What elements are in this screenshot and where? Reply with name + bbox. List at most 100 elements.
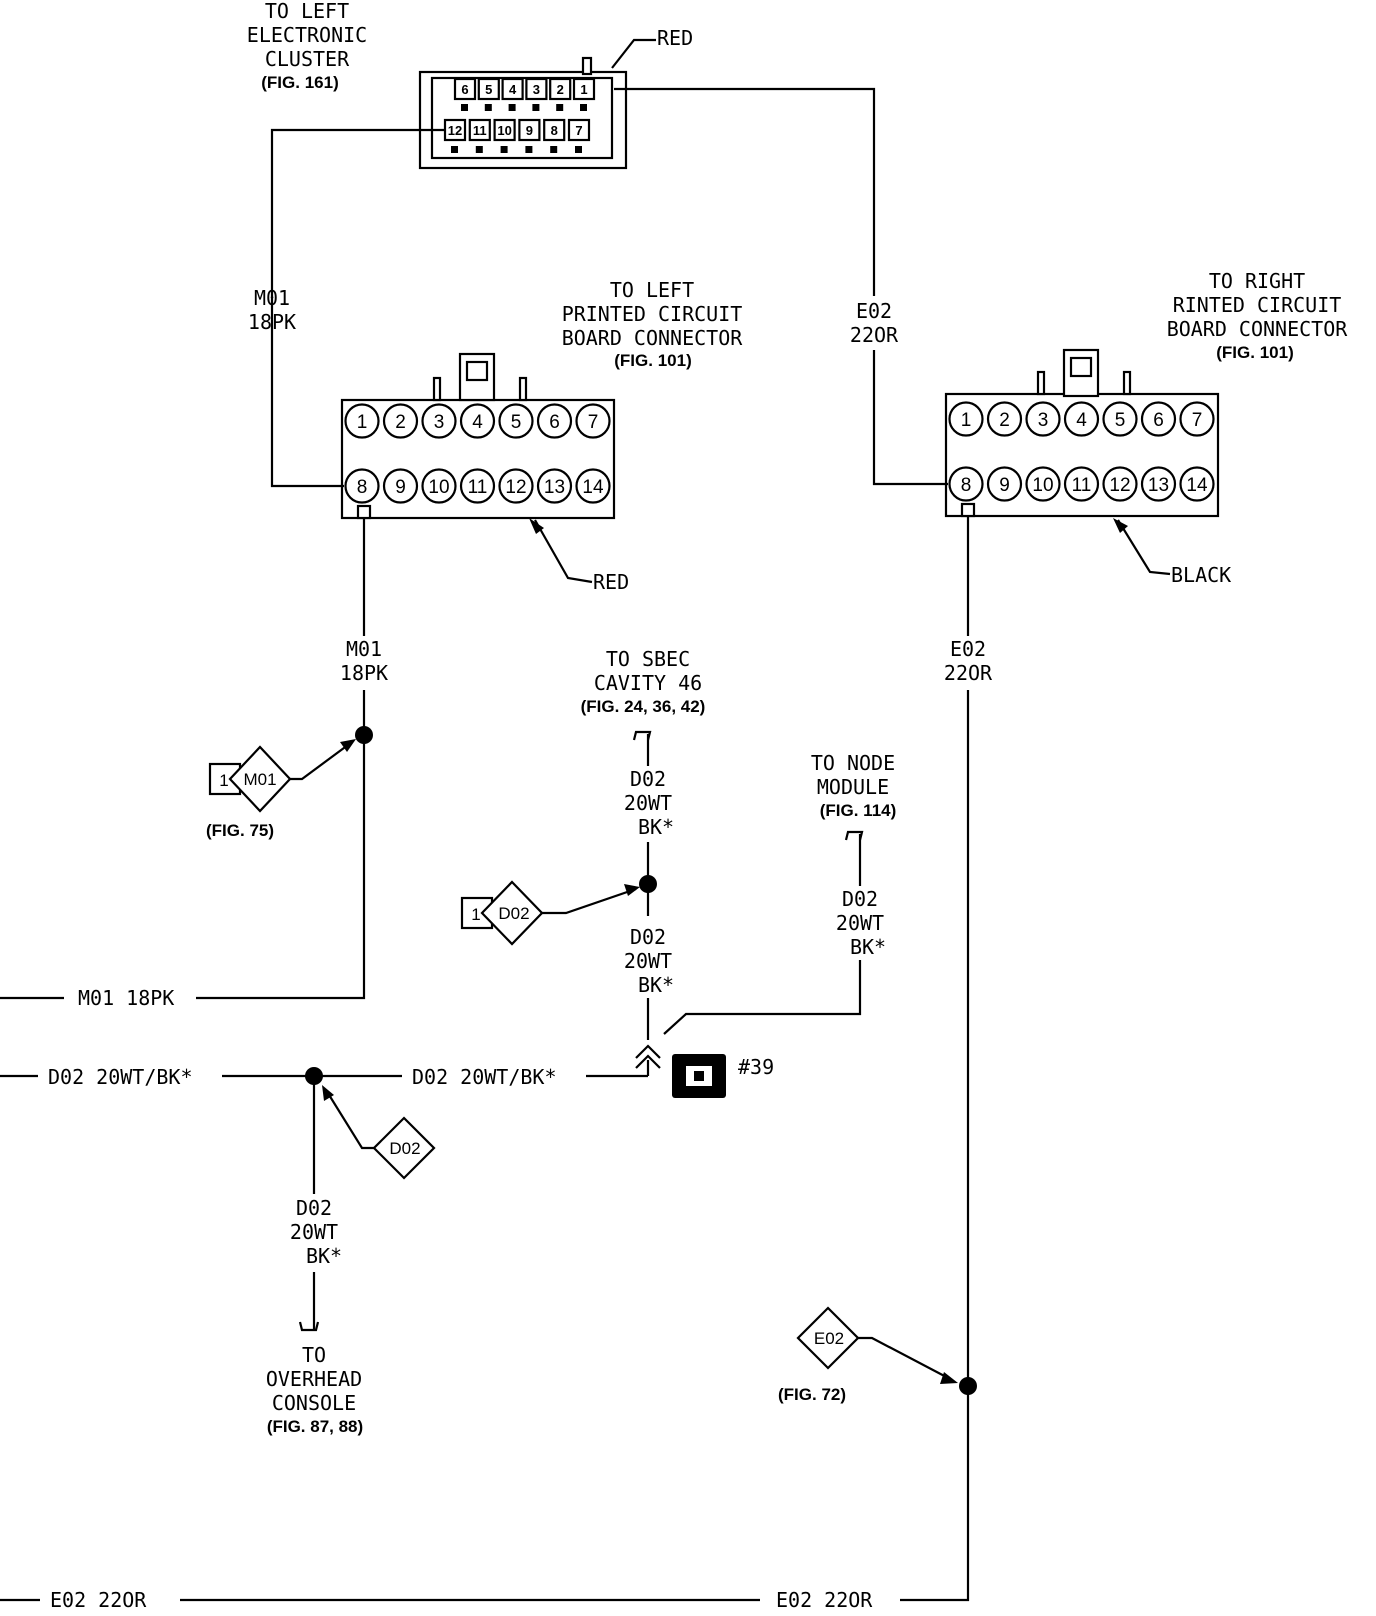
cluster-dot [532, 104, 540, 111]
cluster-pin-9-label: 9 [526, 123, 533, 138]
left-pcb-pin-6 [536, 403, 573, 439]
left-pcb-pin-2 [382, 403, 419, 439]
left-pcb-pin-8-terminal [356, 504, 372, 520]
wire-e02-upper-gauge: 22OR [850, 323, 899, 347]
left-pcb-connector-lock-window [465, 360, 489, 382]
right-pcb-pin-2 [986, 401, 1023, 437]
connector-39-icon-pin [694, 1071, 704, 1081]
sbec-fig-ref: (FIG. 24, 36, 42) [581, 697, 706, 716]
overhead-title-line-3: CONSOLE [272, 1391, 356, 1415]
right-pcb-pin-4-label: 4 [1076, 410, 1087, 431]
cluster-dot [556, 104, 564, 111]
left-pcb-title-line-2: PRINTED CIRCUIT [562, 302, 743, 326]
ref-d02-splice-leader [325, 1089, 374, 1150]
right-pcb-pin-6 [1140, 401, 1177, 437]
inline-connector-39: #39 [635, 1044, 774, 1098]
wire-e02-label-bg [842, 296, 906, 350]
cluster-pin-8-label: 8 [551, 123, 558, 138]
right-pcb-pin-14 [1179, 466, 1215, 502]
ref-e02: E02 (FIG. 72) [778, 1306, 958, 1404]
overhead-fig-ref: (FIG. 87, 88) [267, 1417, 363, 1436]
connector-39-label: #39 [738, 1055, 774, 1079]
ref-e02-diamond [796, 1306, 860, 1370]
left-pcb-pin-2-label: 2 [395, 412, 406, 433]
wire-e02-upper-code: E02 [856, 299, 892, 323]
cluster-pin-1 [572, 77, 596, 101]
splice-d02-sbec [639, 875, 657, 893]
wire-d02-node-to-connector [663, 960, 862, 1035]
left-pcb-connector-group: TO LEFT PRINTED CIRCUIT BOARD CONNECTOR … [340, 278, 744, 594]
right-pcb-title-line-1: TO RIGHT [1209, 269, 1305, 293]
right-pcb-pin-3-label: 3 [1038, 410, 1049, 431]
cluster-dot [451, 146, 458, 153]
left-pcb-pin-5 [498, 403, 534, 439]
cluster-dot [475, 146, 483, 153]
right-pcb-color-arrowhead [1113, 518, 1128, 533]
wire-d02-right-horizontal-label: D02 20WT/BK* [412, 1065, 557, 1089]
right-pcb-pin-1-label: 1 [961, 410, 972, 431]
wire-d02-node-color: BK* [850, 935, 886, 959]
wire-d02-overhead-color: BK* [306, 1244, 342, 1268]
left-pcb-pin-4-label: 4 [472, 412, 483, 433]
cluster-color-label: RED [657, 26, 693, 50]
ref-d02-leader [542, 887, 637, 915]
cluster-dot [508, 104, 516, 111]
wire-d02-sbec-code: D02 [630, 767, 666, 791]
ref-d02-code: D02 [498, 904, 529, 923]
wire-d02-overhead-gauge: 20WT [290, 1220, 338, 1244]
cluster-pin-6 [453, 77, 477, 101]
node-module-group: TO NODE MODULE (FIG. 114) D02 20WT BK* [663, 751, 896, 1035]
right-pcb-pin-5-label: 5 [1115, 410, 1126, 431]
wire-m01-mid-gauge: 18PK [340, 661, 388, 685]
wire-e02-mid-code: E02 [950, 637, 986, 661]
cluster-dot [575, 146, 582, 153]
cluster-pin-3-label: 3 [533, 82, 540, 97]
ref-d02-splice-arrowhead [322, 1085, 334, 1101]
ref-e02-leader [858, 1336, 953, 1381]
inline-connector-chevron-lower [635, 1054, 661, 1069]
left-pcb-pin-8-label: 8 [357, 477, 368, 498]
right-pcb-pin-7-label: 7 [1192, 410, 1203, 431]
wire-m01-horizontal-label: M01 18PK [78, 986, 174, 1010]
wire-d02-left-horizontal-label: D02 20WT/BK* [48, 1065, 193, 1089]
left-pcb-pin-13 [536, 468, 573, 504]
right-pcb-pin-2-label: 2 [999, 410, 1010, 431]
cluster-connector-dots [451, 104, 587, 153]
left-pcb-pin-6-label: 6 [549, 412, 560, 433]
node-module-title-line-2: MODULE [817, 775, 889, 799]
left-pcb-pin-14-label: 14 [582, 477, 604, 498]
left-pcb-title-line-3: BOARD CONNECTOR [562, 326, 744, 350]
ref-m01-diamond [228, 745, 292, 813]
left-pcb-pin-12 [498, 468, 534, 504]
right-pcb-pin-8 [948, 466, 984, 502]
wire-e02-down-to-bottom [900, 690, 970, 1602]
sbec-group: TO SBEC CAVITY 46 (FIG. 24, 36, 42) D02 … [581, 647, 706, 1040]
cluster-pin-11 [468, 118, 491, 142]
cluster-pin-6-label: 6 [461, 82, 468, 97]
right-pcb-pin-8-terminal [960, 502, 976, 518]
left-pcb-pin-7-label: 7 [588, 412, 599, 433]
left-pcb-pin-11-label: 11 [468, 477, 488, 498]
cluster-pin-10-label: 10 [497, 123, 511, 138]
cluster-pin-4 [501, 77, 524, 101]
left-pcb-connector-lock [458, 352, 496, 402]
cluster-pin-2 [549, 77, 572, 101]
left-pcb-connector-post-left [432, 376, 442, 402]
splice-m01 [355, 726, 373, 744]
left-pcb-pin-8 [344, 468, 380, 504]
overhead-title-line-2: OVERHEAD [266, 1367, 362, 1391]
right-pcb-pin-9 [986, 466, 1023, 502]
sbec-title-line-2: CAVITY 46 [594, 671, 702, 695]
ref-m01-arrowhead [340, 739, 356, 752]
cluster-connector-latch [581, 56, 593, 76]
ref-e02-code: E02 [814, 1329, 844, 1348]
ref-m01: 1 M01 (FIG. 75) [206, 739, 356, 840]
right-pcb-pin-4 [1063, 401, 1100, 437]
left-pcb-pin-9 [382, 468, 419, 504]
wire-m01-upper-code: M01 [254, 286, 290, 310]
ref-m01-code: M01 [243, 770, 276, 789]
left-pcb-pin-13-label: 13 [544, 477, 565, 498]
